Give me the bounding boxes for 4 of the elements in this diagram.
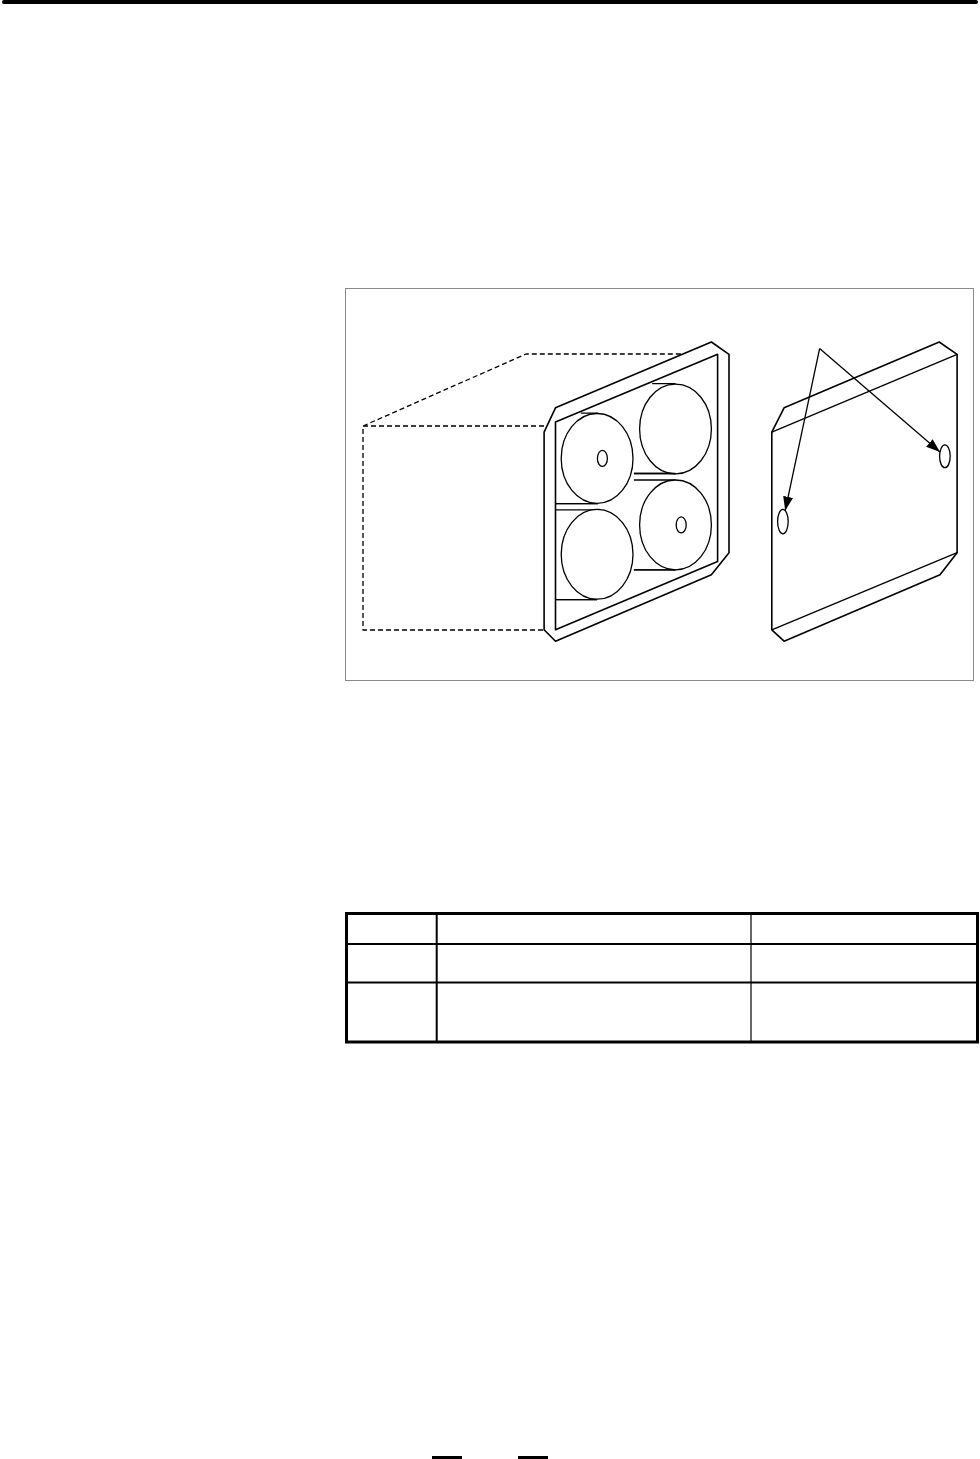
leader-arrow [783, 347, 821, 512]
leader-arrow [818, 347, 941, 453]
hole [938, 444, 951, 469]
hole [776, 508, 789, 535]
